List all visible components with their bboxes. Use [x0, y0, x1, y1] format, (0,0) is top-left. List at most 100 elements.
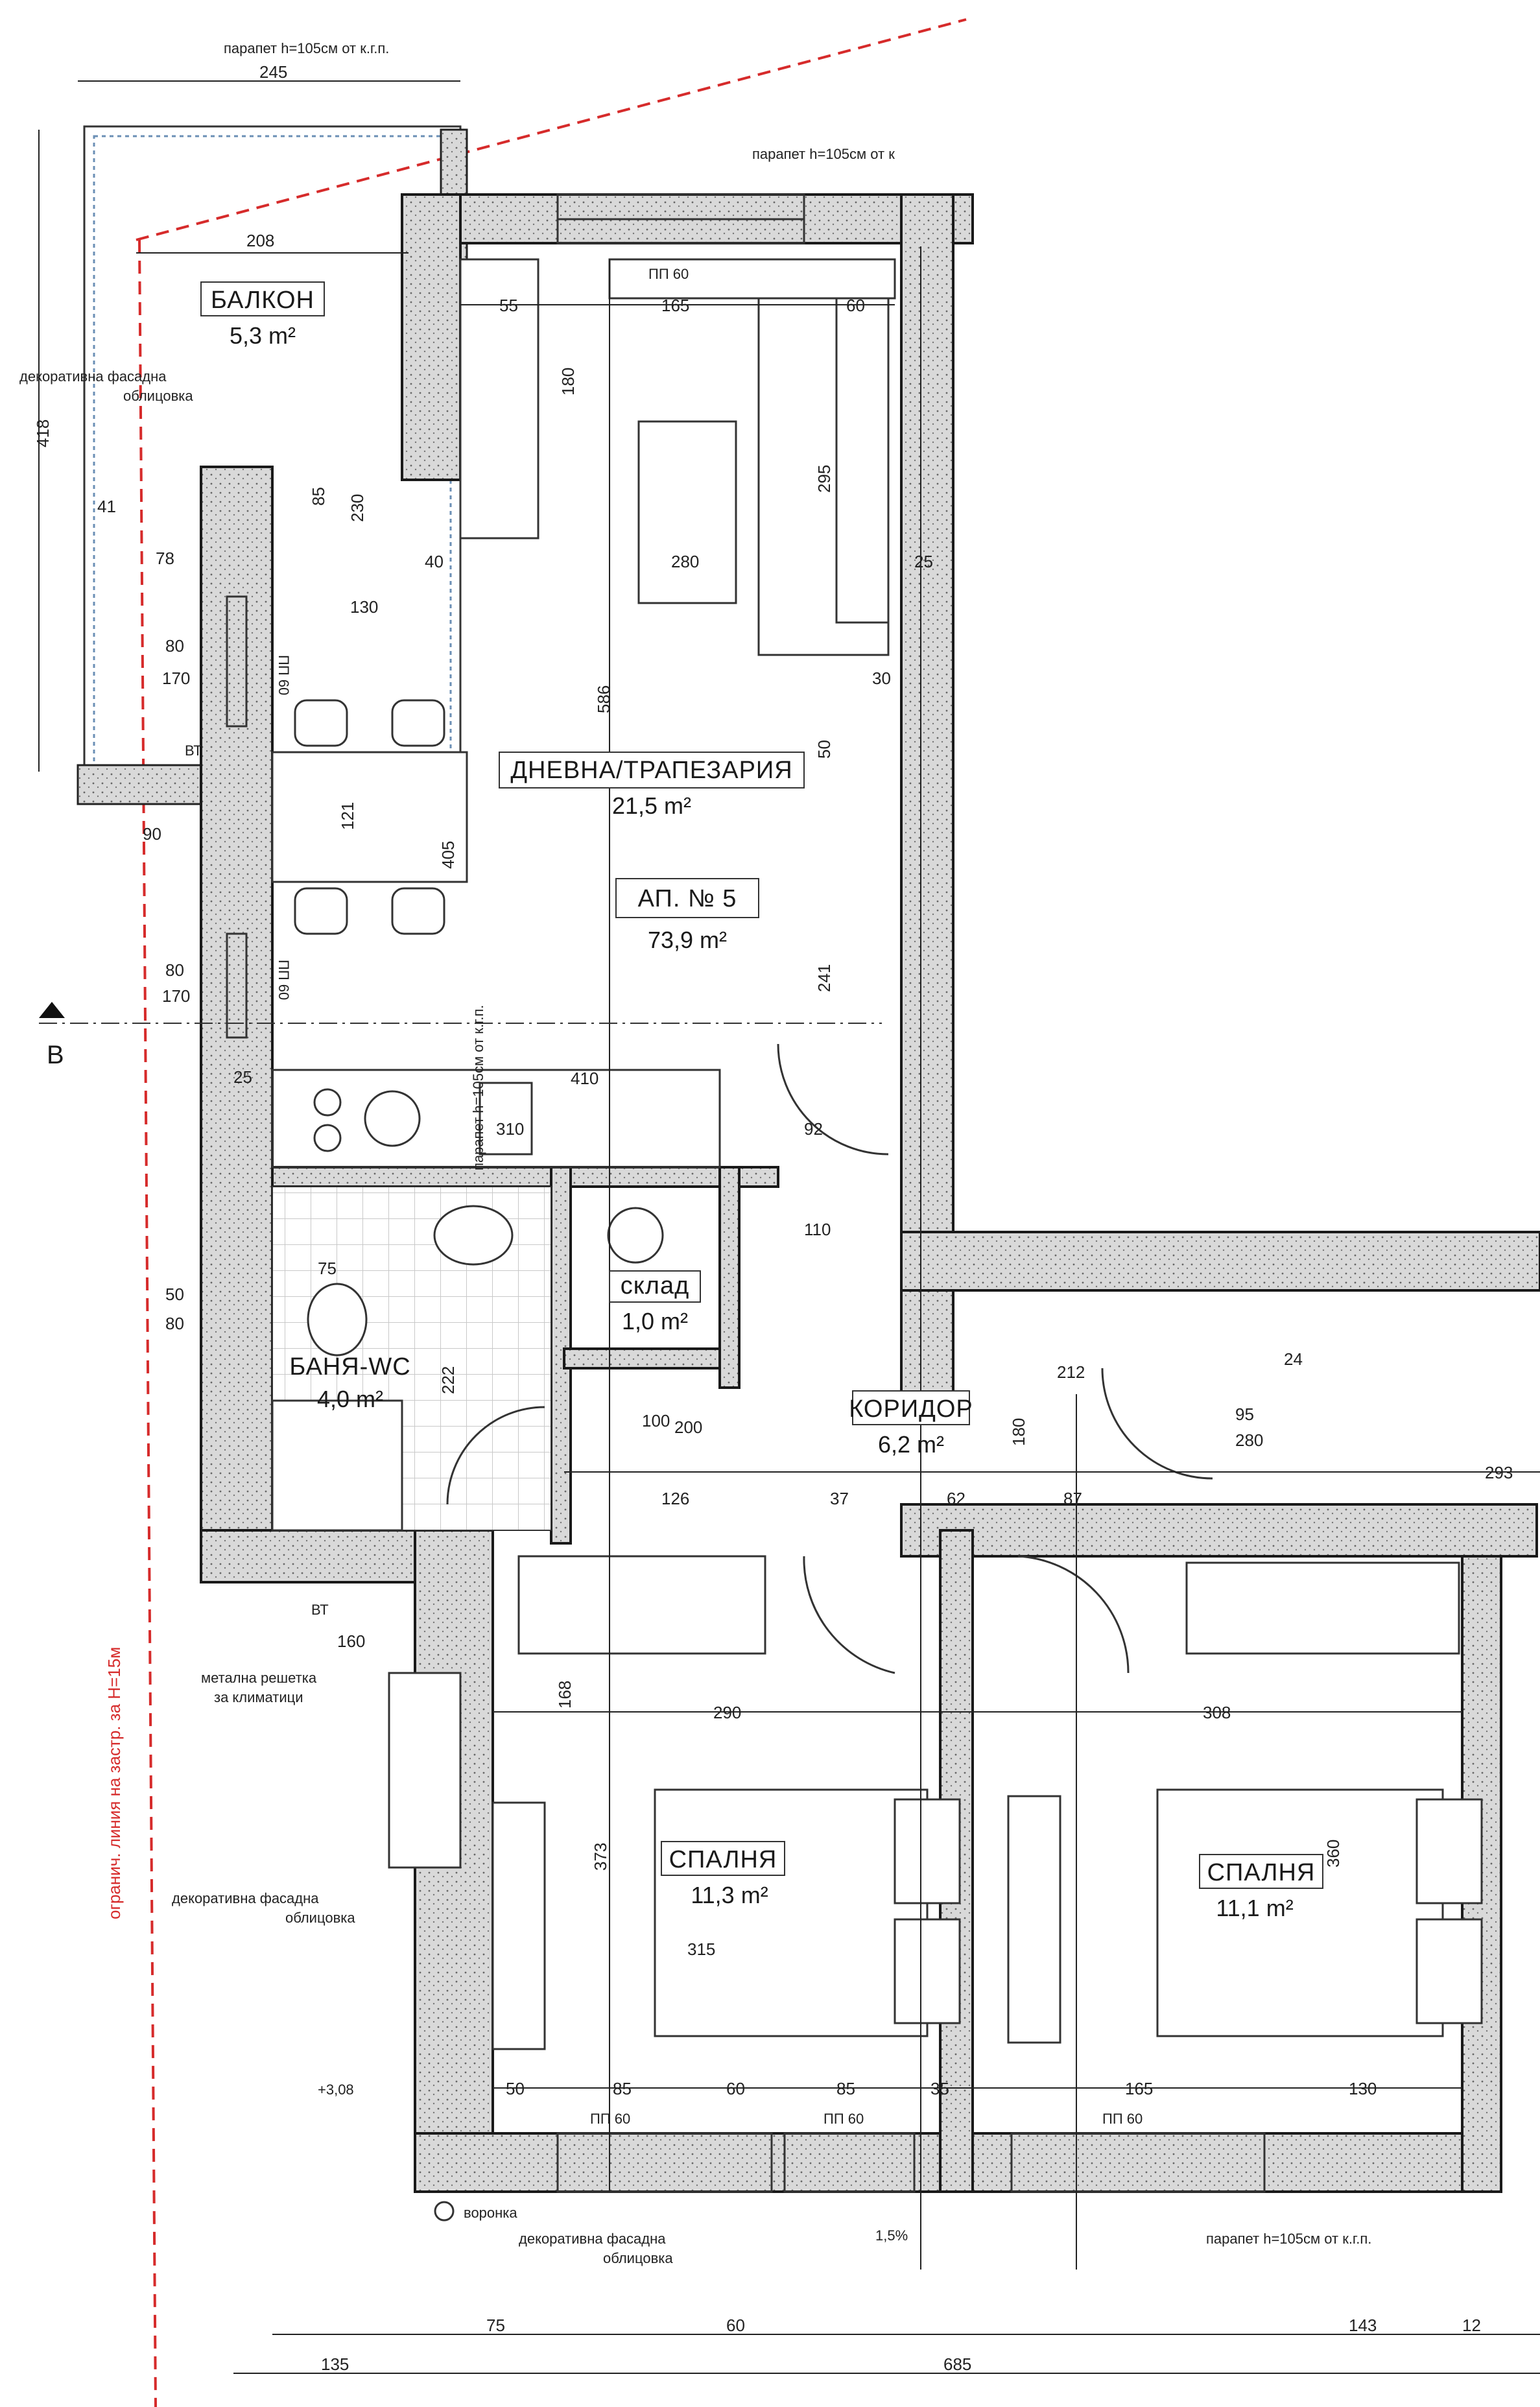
dim-90: 90	[143, 824, 161, 844]
dim-212: 212	[1057, 1362, 1085, 1382]
window-label-2: ПП 60	[590, 2111, 630, 2127]
section-label: B	[47, 1041, 64, 1069]
bt-note-2: ВТ	[311, 1602, 329, 1618]
dim-360: 360	[1323, 1840, 1343, 1868]
dim-135: 135	[321, 2354, 349, 2374]
storage-name: склад	[621, 1272, 690, 1299]
dim-315: 315	[687, 1939, 715, 1959]
dim-80b: 80	[165, 960, 184, 980]
dim-170b: 170	[162, 986, 190, 1006]
living-area: 21,5 m²	[612, 792, 691, 819]
apartment-name: АП. № 5	[638, 885, 737, 912]
dim-280b: 280	[1235, 1430, 1263, 1450]
bedroom1-name: СПАЛНЯ	[669, 1846, 777, 1873]
window-label-3: ПП 60	[823, 2111, 864, 2127]
dim-200: 200	[674, 1417, 702, 1437]
grille-note-line1: метална решетка	[201, 1670, 317, 1686]
facade-note-3-line2: облицовка	[603, 2250, 673, 2266]
balcony-name: БАЛКОН	[211, 287, 314, 314]
dim-130b: 130	[1349, 2079, 1377, 2098]
bedroom2-area: 11,1 m²	[1216, 1895, 1293, 1921]
dim-60c: 60	[726, 2316, 745, 2335]
dim-170a: 170	[162, 669, 190, 688]
window-label-1: ПП 60	[648, 266, 689, 282]
dim-75b: 75	[486, 2316, 505, 2335]
dim-85: 85	[309, 487, 328, 506]
dim-92: 92	[804, 1119, 823, 1139]
dining-table	[271, 699, 468, 935]
balcony-area: 5,3 m²	[230, 322, 296, 349]
dim-241: 241	[814, 964, 834, 992]
dim-95: 95	[1235, 1405, 1254, 1424]
dim-12: 12	[1462, 2316, 1481, 2335]
dim-418: 418	[33, 420, 53, 447]
dim-168: 168	[555, 1681, 575, 1709]
dim-180: 180	[558, 368, 578, 396]
storage-area: 1,0 m²	[622, 1308, 688, 1334]
dim-293: 293	[1485, 1463, 1513, 1482]
dim-405: 405	[438, 841, 458, 869]
corridor-name: КОРИДОР	[849, 1395, 973, 1423]
dim-55: 55	[499, 296, 518, 315]
funnel-icon	[434, 2201, 455, 2222]
facade-note-3-line1: декоративна фасадна	[519, 2231, 666, 2247]
dim-165b: 165	[1125, 2079, 1153, 2098]
dim-60: 60	[846, 296, 865, 315]
construction-limit-lines	[136, 18, 967, 2407]
dim-586: 586	[594, 685, 613, 713]
build-line-note: огранич. линия на застр. за H=15м	[104, 1647, 124, 1919]
dim-85c: 85	[836, 2079, 855, 2098]
dim-245: 245	[259, 62, 287, 82]
dim-24: 24	[1284, 1349, 1303, 1369]
dim-410: 410	[571, 1069, 598, 1088]
parapet-note-left: парапет h=105см от к.г.п.	[470, 1005, 486, 1170]
dim-50b: 50	[814, 740, 834, 759]
sofa	[608, 258, 896, 656]
dim-30: 30	[872, 669, 891, 688]
dim-280: 280	[671, 552, 699, 571]
dim-25b: 25	[914, 552, 933, 571]
dim-295: 295	[814, 465, 834, 493]
windows	[226, 193, 1266, 2193]
bathroom-fixtures	[271, 1205, 664, 1869]
dim-165: 165	[661, 296, 689, 315]
dim-80c: 80	[165, 1314, 184, 1333]
window-label-6: ПП 60	[276, 960, 292, 1000]
dim-143: 143	[1349, 2316, 1377, 2335]
dim-37: 37	[830, 1489, 849, 1508]
dim-85b: 85	[613, 2079, 632, 2098]
dim-373: 373	[591, 1843, 610, 1871]
bedroom1-area: 11,3 m²	[691, 1882, 768, 1908]
wardrobes	[459, 258, 1460, 2050]
dim-685: 685	[943, 2354, 971, 2374]
dim-308: 308	[1203, 1703, 1231, 1722]
dim-160: 160	[337, 1631, 365, 1651]
dim-310: 310	[496, 1119, 524, 1139]
window-labels: ПП 60 ПП 60 ПП 60 ПП 60 ПП 60 ПП 60	[276, 266, 1143, 2127]
facade-note-1-line1: декоративна фасадна	[19, 368, 167, 385]
dim-50: 50	[165, 1285, 184, 1304]
level-note: +3,08	[318, 2081, 354, 2098]
annotations: парапет h=105см от к.г.п. парапет h=105с…	[19, 40, 1371, 2266]
dim-75: 75	[318, 1259, 337, 1278]
dim-130: 130	[350, 597, 378, 617]
beds	[654, 1788, 1483, 2037]
dimension-labels: 245 208 418 41 78 80 170 90 80 170 50 80…	[33, 62, 1513, 2374]
dim-208: 208	[246, 231, 274, 250]
dim-121: 121	[338, 802, 357, 830]
facade-note-1-line2: облицовка	[123, 388, 193, 404]
dim-50c: 50	[506, 2079, 525, 2098]
corridor-area: 6,2 m²	[878, 1431, 944, 1458]
dim-290: 290	[713, 1703, 741, 1722]
dim-35: 35	[930, 2079, 949, 2098]
dim-87: 87	[1063, 1489, 1082, 1508]
facade-note-2-line2: облицовка	[285, 1910, 355, 1926]
window-label-4: ПП 60	[1102, 2111, 1143, 2127]
slope-note: 1,5%	[875, 2227, 908, 2244]
dim-230: 230	[348, 494, 367, 522]
doors	[446, 1043, 1213, 1674]
dim-80a: 80	[165, 636, 184, 656]
living-name: ДНЕВНА/ТРАПЕЗАРИЯ	[510, 757, 792, 784]
dim-100: 100	[642, 1411, 670, 1430]
